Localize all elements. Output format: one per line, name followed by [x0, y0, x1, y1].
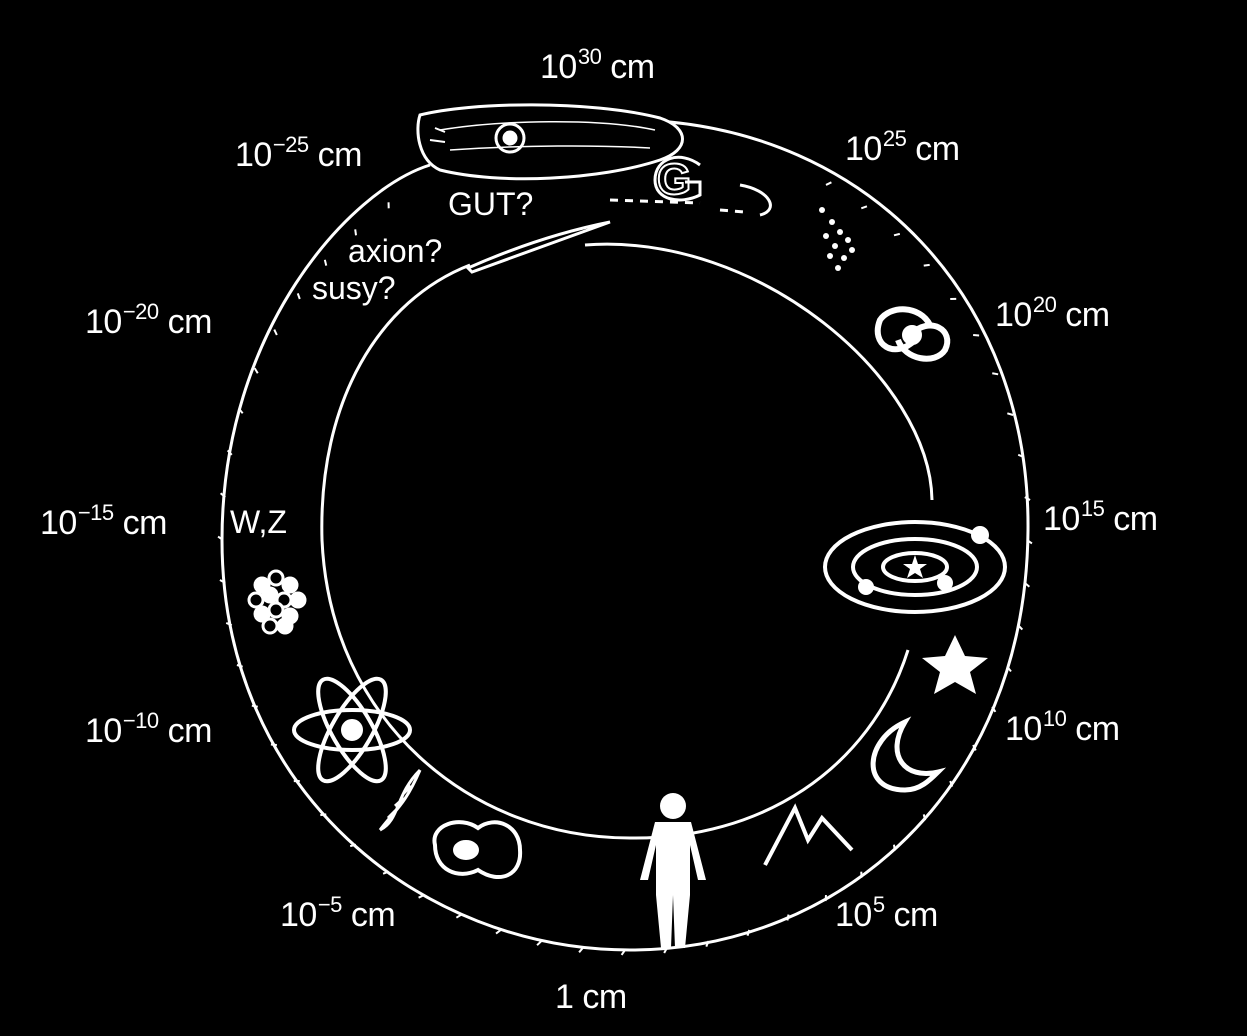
scale-tick	[1017, 624, 1024, 631]
scale-tick	[217, 535, 224, 541]
scale-label-1e-10: 10−10 cm	[85, 708, 212, 750]
gut-label: GUT?	[448, 186, 534, 222]
scale-tick	[418, 894, 425, 899]
scale-tick	[620, 949, 626, 956]
scale-label-1: 1 cm	[555, 978, 627, 1016]
scale-tick	[225, 622, 233, 627]
scale-tick	[296, 293, 301, 300]
star-icon	[922, 635, 988, 694]
scale-label-1e30: 1030 cm	[540, 44, 655, 86]
cluster-galaxy-dot	[845, 237, 851, 243]
cluster-icon	[819, 207, 855, 271]
cluster-galaxy-dot	[823, 233, 829, 239]
snake-outer-ring	[220, 118, 1030, 952]
scale-tick	[825, 181, 832, 186]
scale-label-1e20: 1020 cm	[995, 292, 1110, 334]
scale-tick	[253, 367, 259, 374]
scale-tick	[786, 914, 790, 921]
scale-label-1e-5: 10−5 cm	[280, 892, 396, 934]
snake-tail	[465, 220, 611, 274]
nucleon	[247, 591, 265, 609]
nucleon	[267, 601, 285, 619]
scale-tick	[1006, 666, 1012, 673]
nucleon	[261, 617, 279, 635]
scale-tick	[705, 940, 710, 947]
scale-label-1e25: 1025 cm	[845, 126, 960, 168]
cluster-galaxy-dot	[849, 247, 855, 253]
axion-label: axion?	[348, 233, 443, 269]
cluster-galaxy-dot	[829, 219, 835, 225]
cluster-galaxy-dot	[837, 229, 843, 235]
snake-body	[220, 118, 1030, 952]
scale-tick	[949, 780, 954, 787]
nucleon	[289, 591, 307, 609]
galaxy-icon	[874, 306, 951, 362]
scale-tick	[992, 372, 999, 376]
scale-label-1e10: 1010 cm	[1005, 706, 1120, 748]
scale-tick	[219, 579, 226, 584]
scale-tick	[273, 329, 278, 336]
scale-tick	[236, 664, 243, 668]
scale-tick	[746, 929, 751, 936]
nucleon	[276, 617, 294, 635]
scale-tick	[354, 229, 358, 236]
scale-tick	[251, 704, 258, 708]
scale-label-1e-15: 10−15 cm	[40, 500, 167, 542]
susy-label: susy?	[312, 270, 396, 306]
cluster-galaxy-dot	[827, 253, 833, 259]
moon-icon	[870, 716, 947, 793]
gravity-label: G	[656, 155, 692, 204]
scale-tick	[349, 843, 357, 848]
snake-scales	[217, 181, 1033, 956]
dna-icon	[378, 768, 422, 832]
scale-tick	[226, 449, 233, 456]
scale-tick	[495, 929, 502, 935]
gravity-icon	[609, 155, 772, 217]
scale-tick	[320, 813, 327, 817]
scale-tick	[536, 940, 543, 946]
wz-label: W,Z	[230, 504, 287, 540]
solar-system-icon	[823, 520, 1007, 614]
scale-tick	[922, 814, 927, 821]
scale-tick	[382, 870, 390, 875]
nucleon	[261, 586, 279, 604]
cell-icon	[432, 820, 523, 880]
cluster-galaxy-dot	[832, 243, 838, 249]
cluster-galaxy-dot	[819, 207, 825, 213]
mountain-icon	[763, 803, 854, 866]
scale-tick	[578, 947, 584, 953]
scale-label-1e5: 105 cm	[835, 892, 938, 934]
scale-tick	[923, 263, 930, 267]
scale-tick	[893, 232, 901, 237]
scale-tick	[323, 259, 328, 266]
scale-tick	[1024, 496, 1031, 501]
scale-tick	[219, 492, 226, 498]
scale-tick	[1007, 412, 1014, 416]
cluster-galaxy-dot	[841, 255, 847, 261]
scale-tick	[663, 947, 668, 954]
scale-tick	[1017, 453, 1025, 458]
snake-inner-ring	[320, 242, 934, 840]
scale-label-1e15: 1015 cm	[1043, 496, 1158, 538]
scale-tick	[1026, 539, 1033, 545]
scale-label-1e-25: 10−25 cm	[235, 132, 362, 174]
snake-head-icon	[416, 103, 684, 181]
nucleon	[281, 576, 299, 594]
scale-tick	[1024, 582, 1031, 588]
atom-icon	[292, 676, 412, 784]
nucleon	[267, 569, 285, 587]
scale-tick	[972, 744, 977, 751]
scale-tick	[860, 205, 868, 210]
human-icon	[640, 793, 706, 948]
scale-tick	[991, 706, 997, 713]
cluster-galaxy-dot	[835, 265, 841, 271]
scale-tick	[455, 913, 463, 919]
scale-label-1e-20: 10−20 cm	[85, 299, 212, 341]
nucleus-icon	[247, 569, 307, 635]
scale-tick	[238, 407, 244, 414]
scale-tick	[892, 844, 896, 851]
